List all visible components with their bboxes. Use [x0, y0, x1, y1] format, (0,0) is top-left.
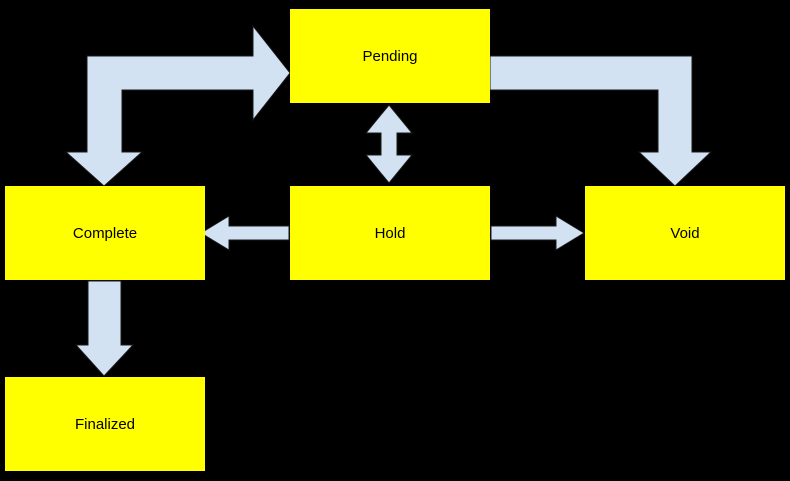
edge-hold-complete [200, 215, 290, 251]
node-complete[interactable]: Complete [5, 186, 205, 280]
node-void[interactable]: Void [585, 186, 785, 280]
edge-pending-hold [364, 104, 414, 184]
edge-complete-pending [64, 24, 291, 187]
node-label-complete: Complete [72, 224, 138, 242]
node-label-finalized: Finalized [74, 415, 136, 433]
node-label-void: Void [670, 224, 700, 242]
edge-hold-void [490, 215, 585, 251]
node-finalized[interactable]: Finalized [5, 377, 205, 471]
node-hold[interactable]: Hold [290, 186, 490, 280]
node-label-hold: Hold [374, 224, 406, 242]
node-label-pending: Pending [362, 47, 418, 65]
edge-pending-void [489, 55, 713, 187]
edge-complete-finalized [74, 280, 135, 377]
node-pending[interactable]: Pending [290, 9, 490, 103]
